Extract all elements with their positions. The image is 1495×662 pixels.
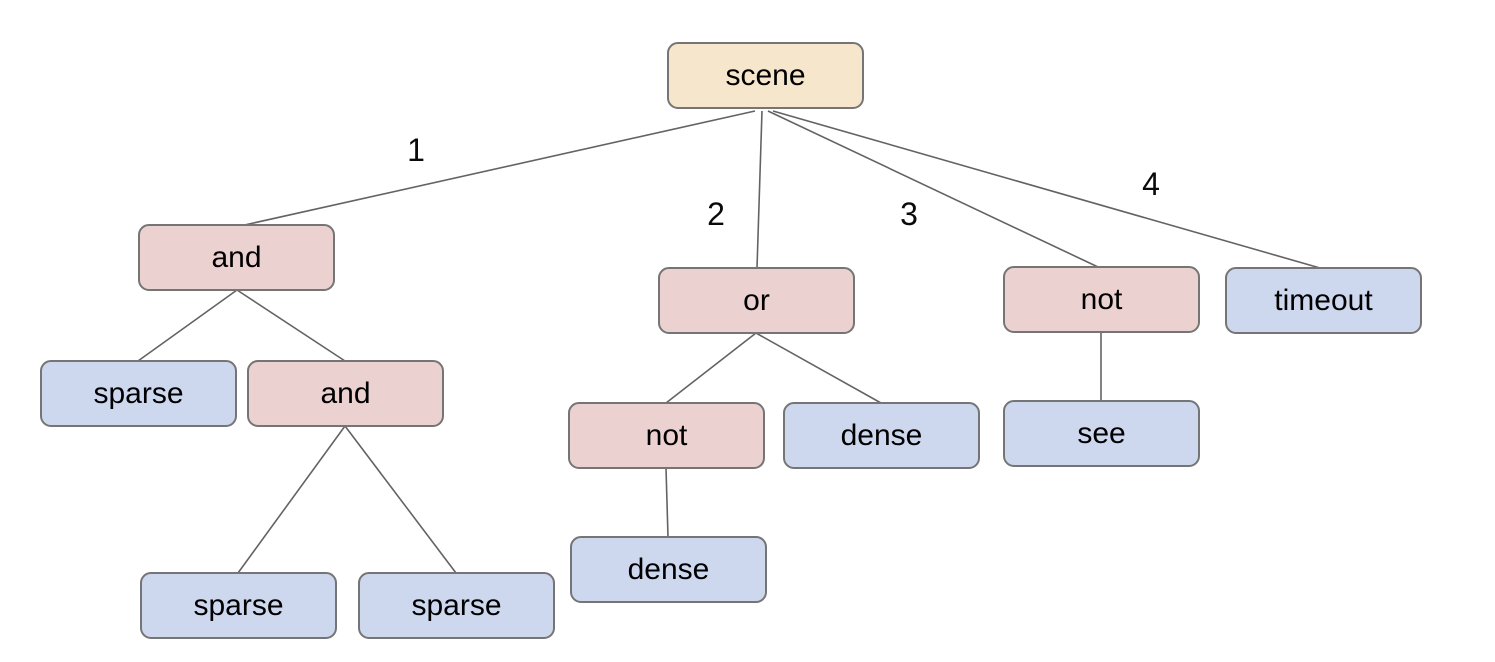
edge-not2-dense2 <box>665 467 669 538</box>
node-see: see <box>1003 400 1200 467</box>
edge-scene-not <box>767 110 1099 268</box>
node-or: or <box>658 267 855 334</box>
edge-label-2: 2 <box>707 196 725 232</box>
node-sparse-3: sparse <box>358 572 555 639</box>
node-not-1: not <box>1003 266 1200 333</box>
node-scene: scene <box>667 42 864 109</box>
node-dense-1: dense <box>783 402 980 469</box>
edge-and-sparse <box>137 289 238 362</box>
edge-or-not <box>665 332 757 404</box>
node-and-2: and <box>247 360 444 427</box>
edge-and2-sparse3 <box>344 425 457 574</box>
edge-scene-and <box>239 110 756 227</box>
node-sparse-1: sparse <box>40 360 237 427</box>
node-and-1: and <box>138 224 335 291</box>
edge-label-1: 1 <box>407 132 425 168</box>
node-dense-2: dense <box>570 536 767 603</box>
node-timeout: timeout <box>1225 267 1422 334</box>
edge-scene-timeout <box>772 110 1321 269</box>
edge-label-4: 4 <box>1142 166 1160 202</box>
node-sparse-2: sparse <box>140 572 337 639</box>
edge-label-3: 3 <box>900 196 918 232</box>
node-not-2: not <box>568 402 765 469</box>
edge-and-and <box>236 289 346 362</box>
edge-or-dense <box>755 332 882 404</box>
edge-scene-or <box>756 110 763 269</box>
edge-and2-sparse2 <box>237 425 346 574</box>
